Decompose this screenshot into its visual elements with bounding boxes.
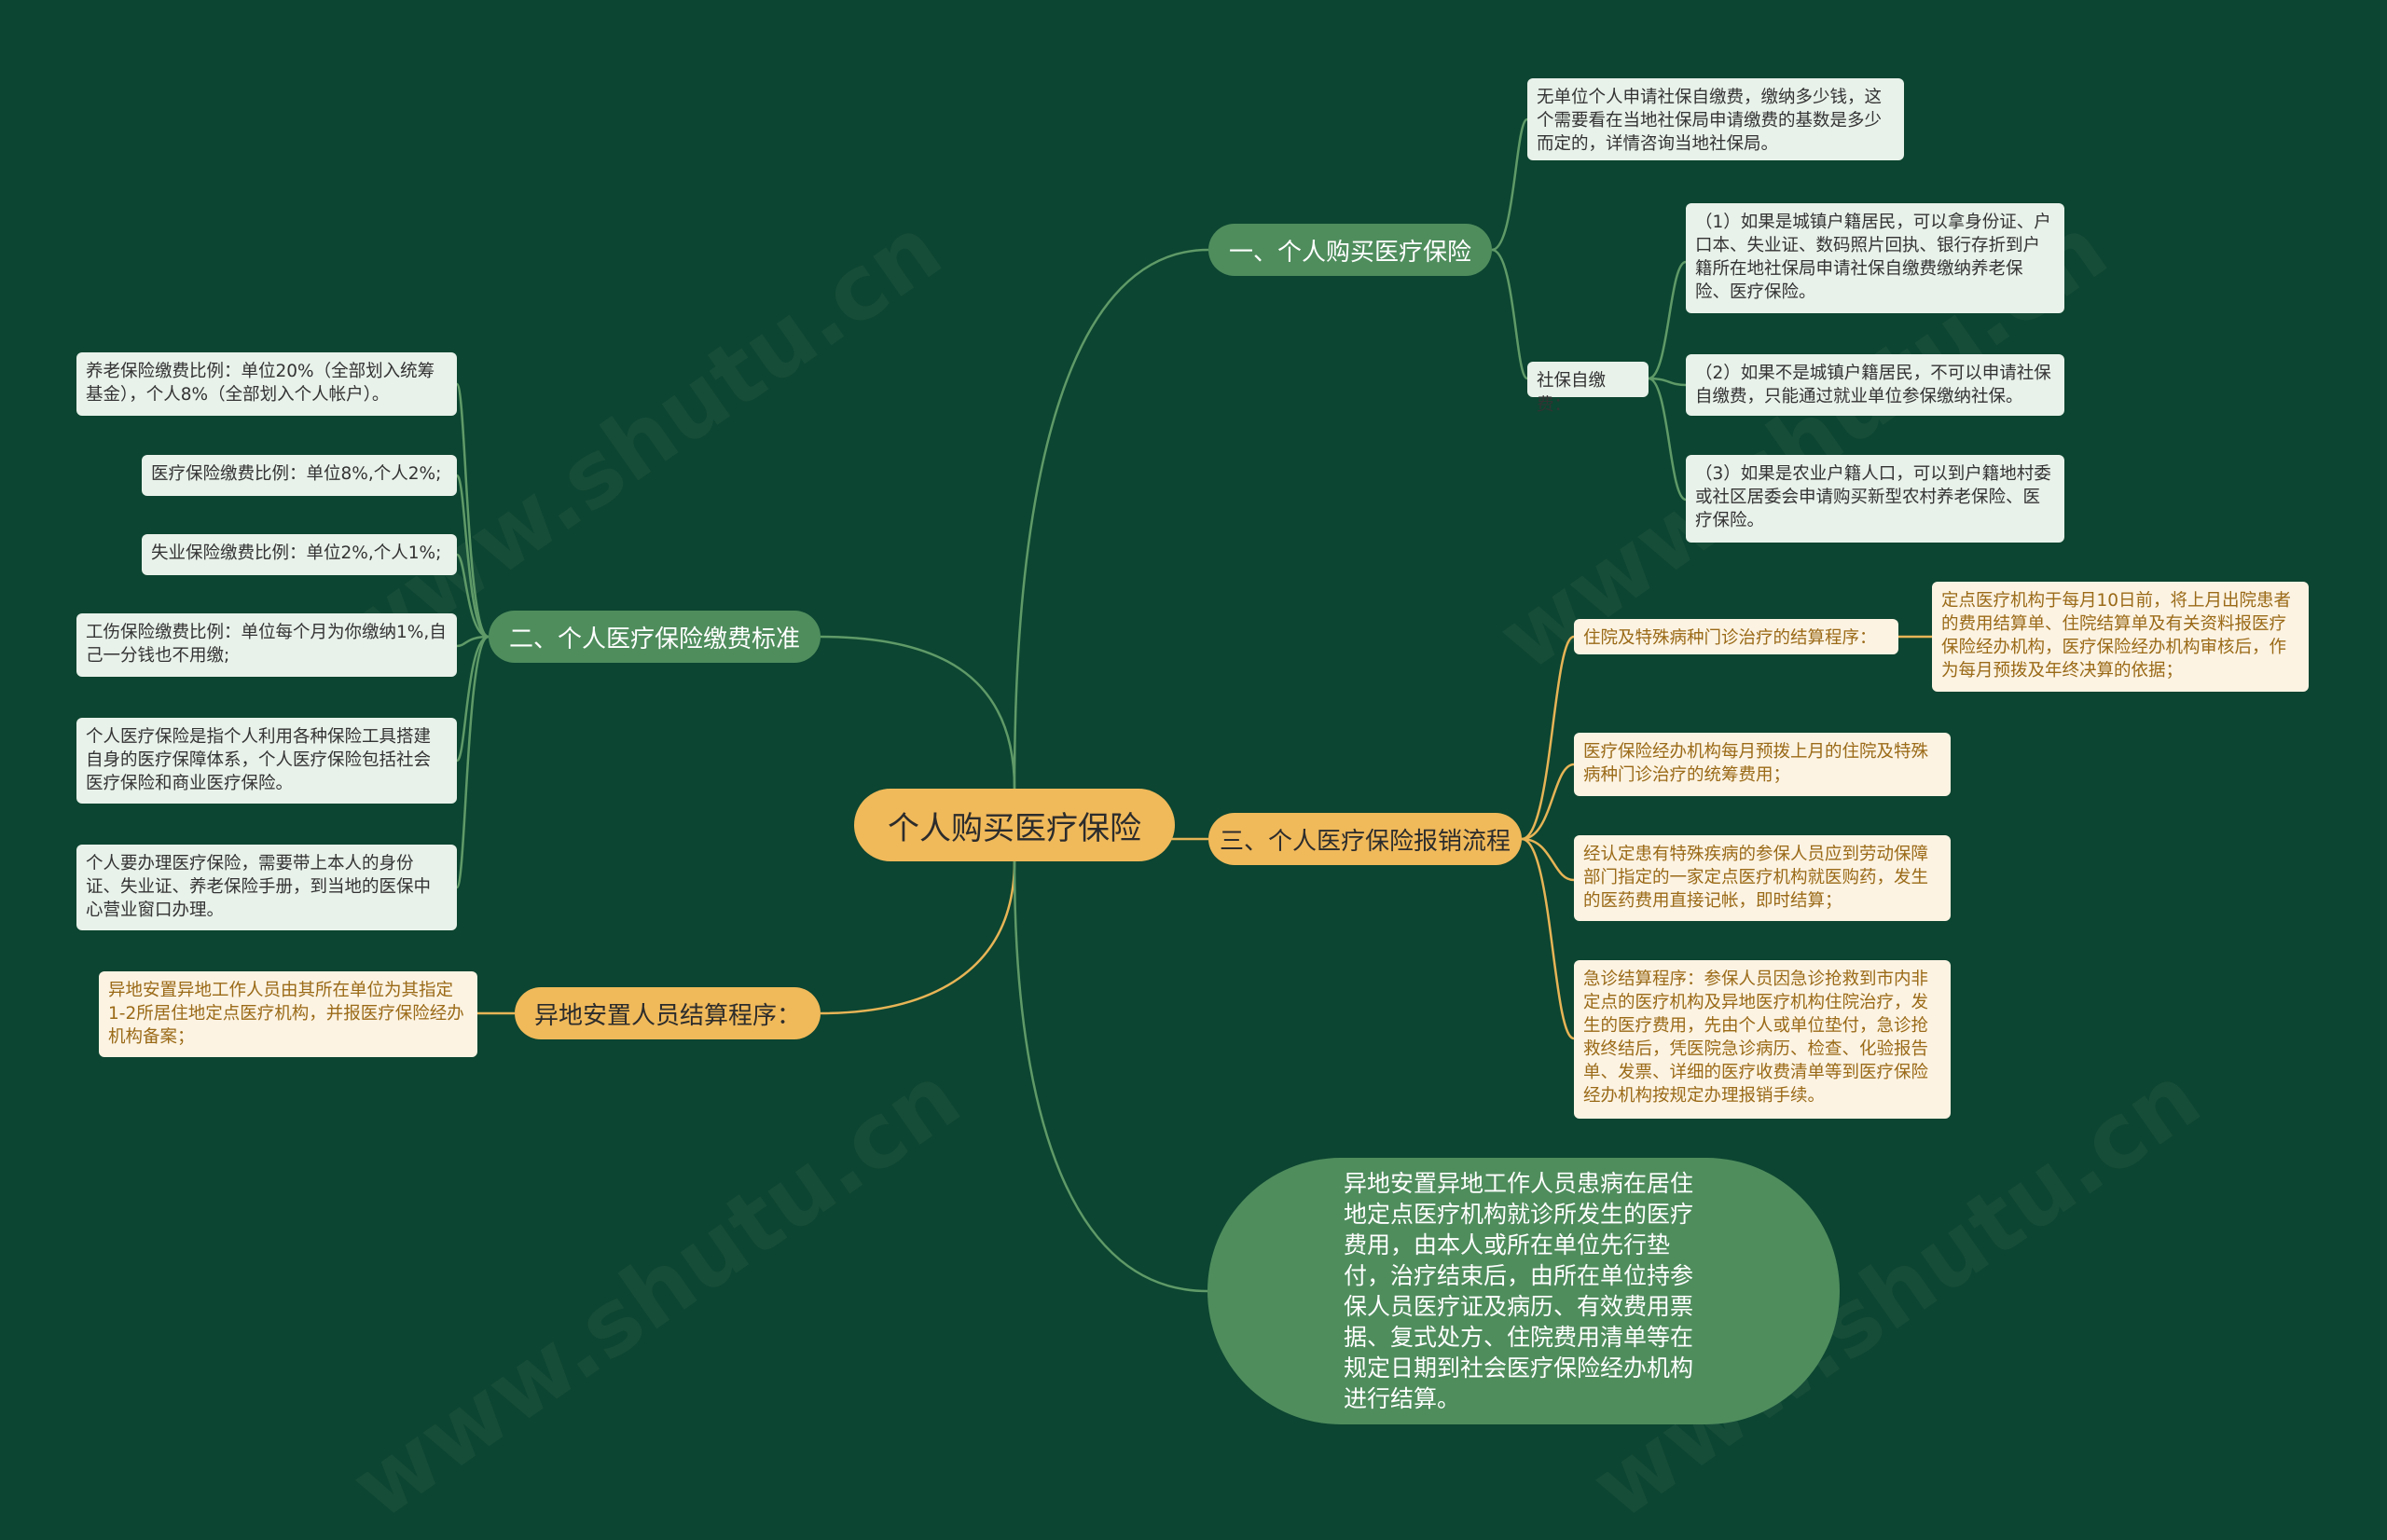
relocation-bubble[interactable]: 异地安置异地工作人员患病在居住地定点医疗机构就诊所发生的医疗费用，由本人或所在单…	[1207, 1158, 1840, 1424]
link-b1-note	[1491, 117, 1529, 252]
root-node[interactable]: 个人购买医疗保险	[854, 789, 1175, 861]
branch3-item-3: 急诊结算程序：参保人员因急诊抢救到市内非定点的医疗机构及异地医疗机构住院治疗，发…	[1574, 960, 1951, 1119]
link-root-branch4	[820, 860, 1016, 1015]
link-root-branch2	[820, 635, 1016, 790]
branch-relocation-settlement[interactable]: 异地安置人员结算程序：	[515, 987, 821, 1039]
branch-reimbursement-process[interactable]: 三、个人医疗保险报销流程	[1208, 813, 1522, 865]
connector-lines	[455, 117, 1932, 1293]
link-b3-item1	[1521, 763, 1575, 841]
branch1-sub-item-2: （2）如果不是城镇户籍居民，不可以申请社保自缴费，只能通过就业单位参保缴纳社保。	[1686, 354, 2064, 416]
link-sub-item3	[1648, 377, 1687, 502]
link-b2-item1	[455, 382, 490, 639]
branch4-note: 异地安置异地工作人员由其所在单位为其指定1-2所居住地定点医疗机构，并报医疗保险…	[99, 971, 477, 1057]
link-b3-sub	[1521, 635, 1575, 841]
relocation-bubble-text: 异地安置异地工作人员患病在居住地定点医疗机构就诊所发生的医疗费用，由本人或所在单…	[1344, 1170, 1694, 1412]
branch3-item-1: 医疗保险经办机构每月预拨上月的住院及特殊病种门诊治疗的统筹费用；	[1574, 733, 1951, 796]
link-b1-sub	[1491, 248, 1529, 380]
branch2-item-1: 养老保险缴费比例：单位20%（全部划入统筹基金），个人8%（全部划入个人帐户）。	[76, 352, 457, 416]
branch2-item-2: 医疗保险缴费比例：单位8%,个人2%;	[142, 455, 457, 496]
link-b2-item5	[455, 635, 490, 763]
link-sub-item1	[1648, 260, 1687, 380]
link-sub-item2	[1648, 377, 1687, 387]
link-b2-item6	[455, 635, 490, 889]
link-root-branch1	[1013, 248, 1209, 790]
branch2-item-4: 工伤保险缴费比例：单位每个月为你缴纳1%,自己一分钱也不用缴;	[76, 613, 457, 677]
link-b3-item2	[1521, 837, 1575, 882]
branch2-item-6: 个人要办理医疗保险，需要带上本人的身份证、失业证、养老保险手册，到当地的医保中心…	[76, 845, 457, 930]
branch1-note: 无单位个人申请社保自缴费，缴纳多少钱，这个需要看在当地社保局申请缴费的基数是多少…	[1527, 78, 1904, 160]
link-b3-item3	[1521, 837, 1575, 1040]
branch3-sub-note: 定点医疗机构于每月10日前，将上月出院患者的费用结算单、住院结算单及有关资料报医…	[1932, 582, 2309, 692]
branch1-sub-item-3: （3）如果是农业户籍人口，可以到户籍地村委或社区居委会申请购买新型农村养老保险、…	[1686, 455, 2064, 543]
branch3-sub-label[interactable]: 住院及特殊病种门诊治疗的结算程序：	[1574, 619, 1898, 654]
branch-payment-standard[interactable]: 二、个人医疗保险缴费标准	[489, 611, 821, 663]
branch-personal-purchase[interactable]: 一、个人购买医疗保险	[1208, 224, 1492, 276]
branch1-sub-item-1: （1）如果是城镇户籍居民，可以拿身份证、户口本、失业证、数码照片回执、银行存折到…	[1686, 203, 2064, 313]
link-b2-item2	[455, 474, 490, 639]
link-root-bubble	[1013, 860, 1208, 1293]
link-b2-item3	[456, 553, 490, 639]
link-b2-item4	[456, 635, 490, 648]
branch3-item-2: 经认定患有特殊疾病的参保人员应到劳动保障部门指定的一家定点医疗机构就医购药，发生…	[1574, 835, 1951, 921]
branch2-item-3: 失业保险缴费比例：单位2%,个人1%;	[142, 534, 457, 575]
branch2-item-5: 个人医疗保险是指个人利用各种保险工具搭建自身的医疗保障体系，个人医疗保险包括社会…	[76, 718, 457, 804]
branch1-sub-label[interactable]: 社保自缴费：	[1527, 362, 1649, 415]
